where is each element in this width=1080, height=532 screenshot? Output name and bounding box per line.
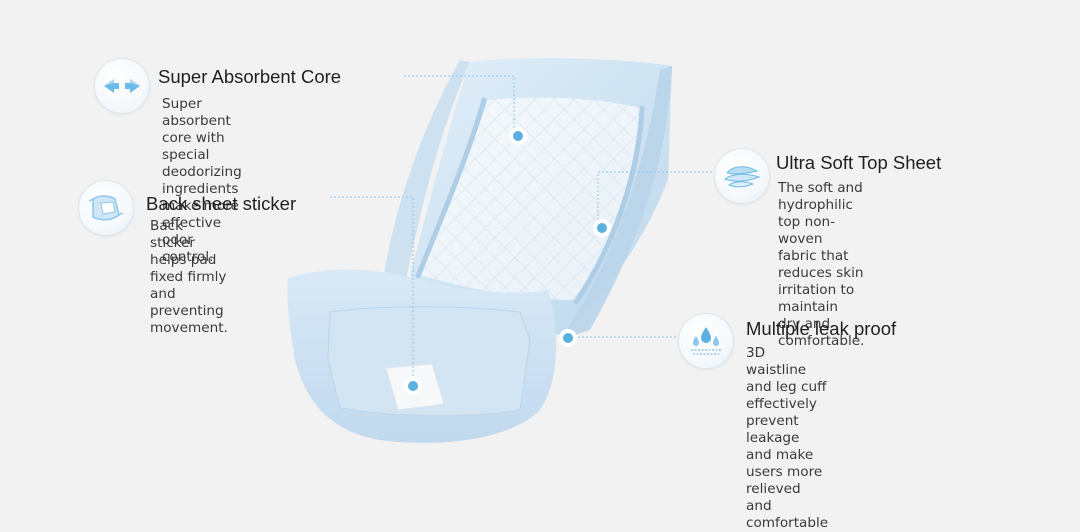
feature-title: Ultra Soft Top Sheet (776, 152, 942, 173)
arrows-inward-icon (94, 58, 150, 114)
leader-line-sticker (330, 196, 414, 385)
feature-title: Multiple leak proof (746, 318, 897, 339)
water-drops-icon (678, 313, 734, 369)
feature-description: 3D waistline and leg cuff effectively pr… (746, 345, 829, 531)
hotspot-leakproof[interactable] (563, 333, 573, 343)
hotspot-core[interactable] (513, 131, 523, 141)
pad-illustration (287, 58, 712, 443)
feathers-icon (714, 148, 770, 204)
leader-line-topsheet (597, 171, 712, 226)
feature-title: Back sheet sticker (146, 193, 297, 214)
feature-description: The soft and hydrophilic top non- woven … (778, 180, 865, 349)
product-infographic: Super Absorbent Core Super absorbent cor… (78, 58, 942, 531)
leader-line-core (404, 75, 515, 134)
hotspot-sticker[interactable] (408, 381, 418, 391)
feature-title: Super Absorbent Core (158, 66, 342, 87)
feature-description: Back sticker helps pad fixed firmly and … (150, 218, 228, 336)
feature-description: Super absorbent core with special deodor… (162, 96, 242, 265)
hotspots (404, 127, 611, 395)
hotspot-topsheet[interactable] (597, 223, 607, 233)
sticker-pad-icon (78, 180, 134, 236)
